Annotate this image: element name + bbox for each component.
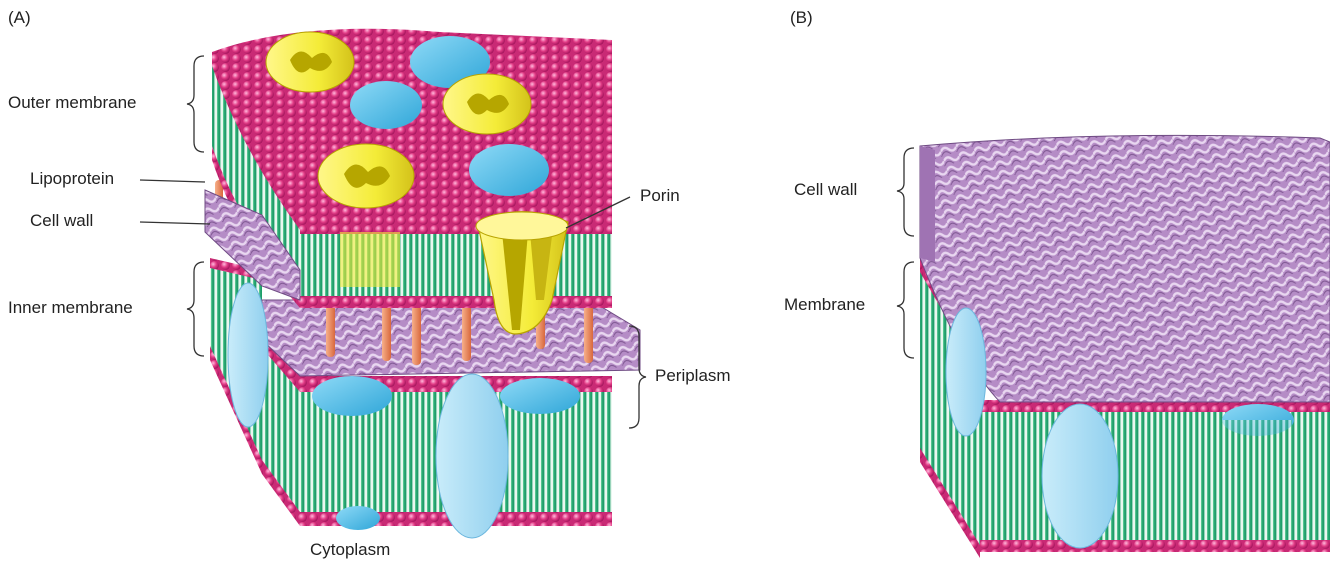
panel-b-art [920,135,1330,558]
periplasm-wall-layer [262,300,640,376]
inner-membrane-label: Inner membrane [8,298,133,318]
outer-membrane-label: Outer membrane [8,93,137,113]
panel-b-brackets [897,148,914,358]
outer-membrane-bracket [187,56,204,152]
panel-b-tag: (B) [790,8,813,28]
periplasm-label: Periplasm [655,366,731,386]
membrane-bracket [897,262,914,358]
panel-b-cell-wall-label: Cell wall [794,180,857,200]
lipoprotein-label: Lipoprotein [30,169,114,189]
panel-a-tag: (A) [8,8,31,28]
panel-b-membrane-label: Membrane [784,295,865,315]
cell-wall-bracket [897,148,914,236]
panel-a-art [205,29,640,538]
inner-membrane-bracket [187,262,204,356]
cytoplasm-label: Cytoplasm [310,540,390,560]
lipoprotein-pointer [140,180,205,182]
cell-wall-pointer [140,222,210,224]
cell-wall-label: Cell wall [30,211,93,231]
porin-label: Porin [640,186,680,206]
